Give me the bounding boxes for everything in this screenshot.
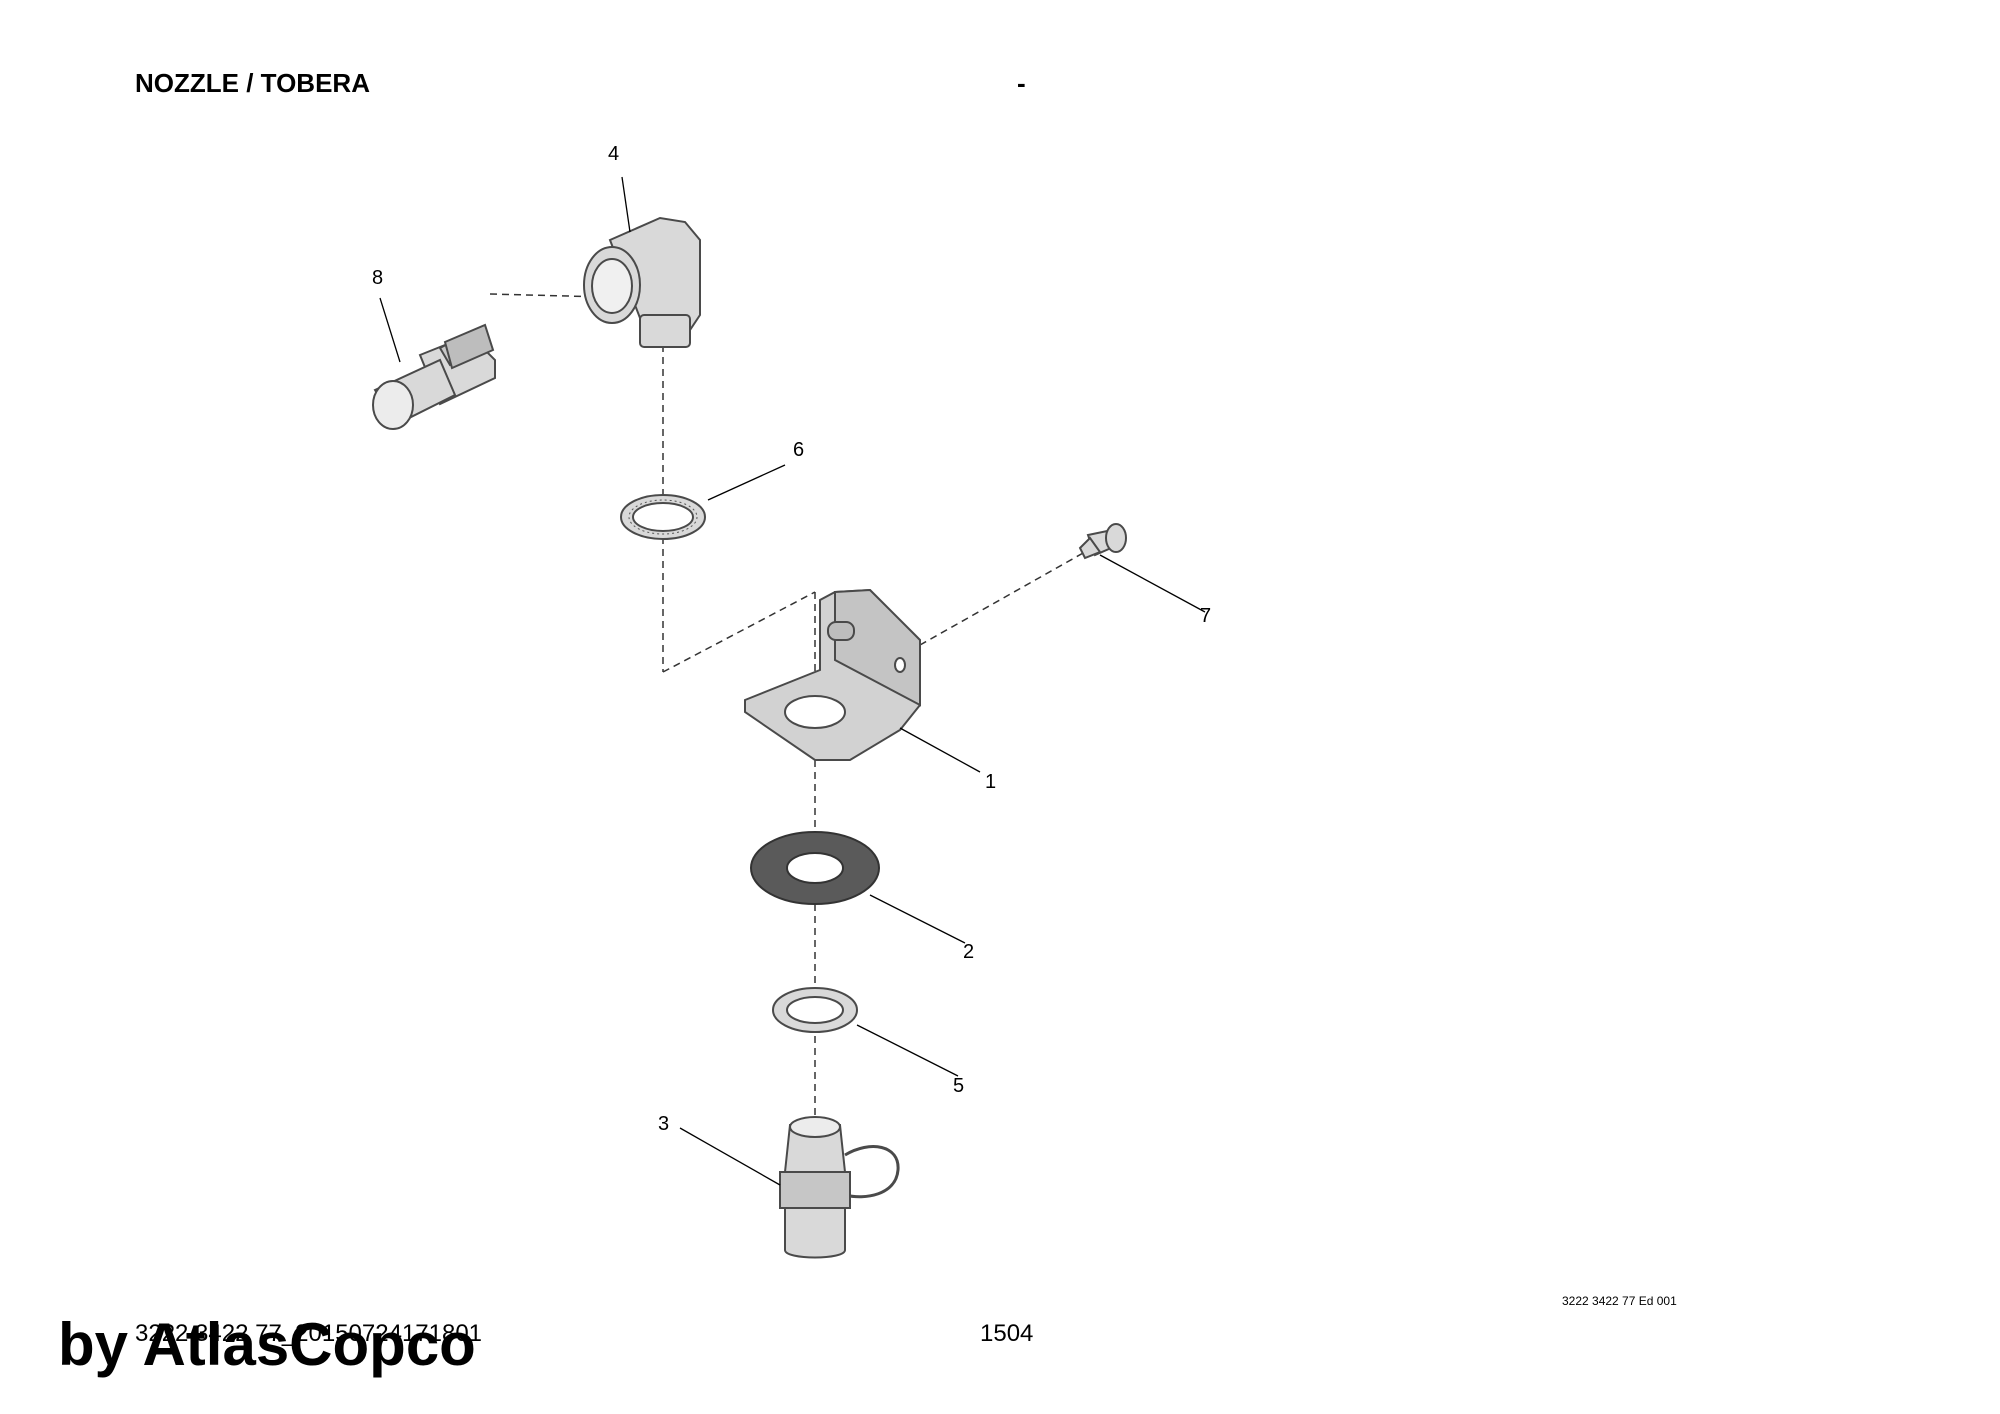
axis-line-7	[919, 547, 1093, 646]
leader-2	[869, 894, 966, 944]
header-separator: -	[1017, 68, 1026, 98]
part-5-washer	[772, 987, 858, 1033]
leader-8	[379, 297, 401, 363]
page-number: 1504	[980, 1320, 1034, 1347]
leader-1	[899, 727, 981, 773]
part-1-bracket	[744, 588, 921, 761]
edition-label: 3222 3422 77 Ed 001	[1562, 1294, 1677, 1308]
callout-8: 8	[372, 267, 383, 289]
callout-1: 1	[985, 771, 996, 793]
callout-3: 3	[658, 1113, 669, 1135]
part-2-gasket	[750, 831, 880, 905]
callout-2: 2	[963, 941, 974, 963]
callout-7: 7	[1200, 605, 1211, 627]
leader-3	[679, 1127, 781, 1186]
callout-6: 6	[793, 439, 804, 461]
part-7-screw	[1078, 523, 1127, 560]
part-3-nozzle	[779, 1116, 900, 1259]
callout-5: 5	[953, 1075, 964, 1097]
leader-5	[856, 1024, 959, 1077]
leader-7	[1099, 554, 1206, 613]
part-4-elbow	[583, 216, 701, 348]
part-6-lock-washer	[620, 494, 706, 540]
document-number: 3222 3422 77_20150724171801	[135, 1320, 483, 1347]
part-8-nipple	[372, 323, 496, 430]
leader-lines	[379, 176, 1206, 1186]
leader-6	[707, 464, 786, 501]
axis-line-offset	[662, 591, 816, 673]
leader-4	[621, 176, 631, 233]
callout-4: 4	[608, 143, 619, 165]
page-title: NOZZLE / TOBERA	[135, 68, 370, 98]
watermark-text: by AtlasCopco	[58, 1311, 476, 1378]
